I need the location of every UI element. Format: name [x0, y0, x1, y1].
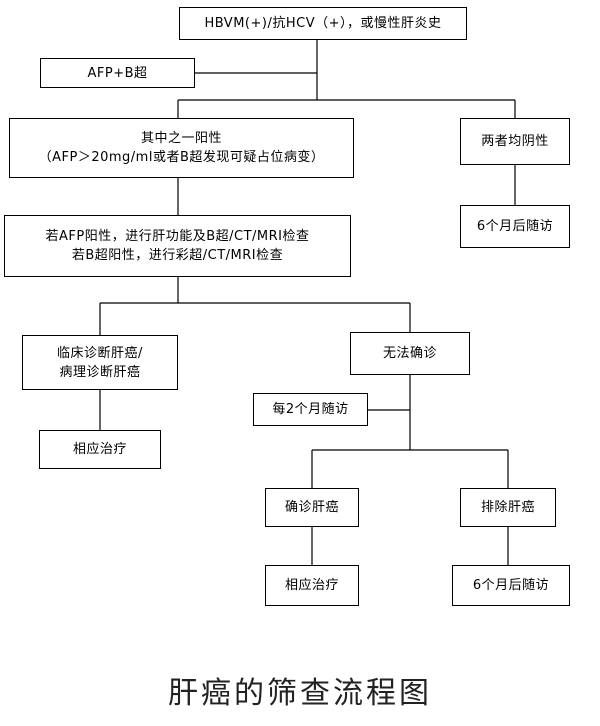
node-followup-6m-top: 6个月后随访: [460, 205, 570, 248]
node-followup-6m-bottom-label: 6个月后随访: [472, 578, 550, 593]
node-confirmed: 确诊肝癌: [265, 488, 359, 527]
node-clinical-diagnosis-line1: 临床诊断肝癌/: [57, 345, 143, 361]
node-followup-2m-label: 每2个月随访: [272, 402, 349, 417]
node-excluded: 排除肝癌: [460, 488, 556, 527]
node-further-exam: 若AFP阳性，进行肝功能及B超/CT/MRI检查 若B超阳性，进行彩超/CT/M…: [4, 215, 351, 277]
node-start-label: HBVM(+)/抗HCV（+），或慢性肝炎史: [204, 16, 442, 31]
node-cannot-confirm: 无法确诊: [350, 332, 470, 375]
node-further-exam-line2: 若B超阳性，进行彩超/CT/MRI检查: [71, 248, 284, 263]
node-either-positive-line2: （AFP＞20mg/ml或者B超发现可疑占位病变）: [38, 150, 325, 165]
node-start: HBVM(+)/抗HCV（+），或慢性肝炎史: [179, 7, 467, 40]
node-afp-ultrasound: AFP+B超: [40, 58, 195, 88]
node-clinical-diagnosis-line2: 病理诊断肝癌: [59, 364, 141, 380]
node-both-negative-label: 两者均阴性: [481, 134, 549, 149]
node-treatment-right: 相应治疗: [265, 565, 359, 606]
node-both-negative: 两者均阴性: [460, 118, 570, 165]
node-treatment-left: 相应治疗: [39, 430, 161, 469]
node-treatment-right-label: 相应治疗: [284, 578, 339, 593]
node-treatment-left-label: 相应治疗: [72, 442, 127, 457]
node-followup-6m-bottom: 6个月后随访: [452, 565, 570, 606]
node-clinical-diagnosis: 临床诊断肝癌/ 病理诊断肝癌: [22, 335, 178, 390]
node-further-exam-line1: 若AFP阳性，进行肝功能及B超/CT/MRI检查: [45, 229, 310, 244]
node-excluded-label: 排除肝癌: [480, 500, 535, 515]
node-cannot-confirm-label: 无法确诊: [382, 346, 437, 361]
node-followup-6m-top-label: 6个月后随访: [476, 219, 554, 234]
node-either-positive-line1: 其中之一阳性: [140, 131, 222, 146]
node-afp-ultrasound-label: AFP+B超: [87, 65, 148, 81]
node-either-positive: 其中之一阳性 （AFP＞20mg/ml或者B超发现可疑占位病变）: [9, 118, 354, 178]
node-confirmed-label: 确诊肝癌: [284, 500, 339, 515]
diagram-caption: 肝癌的筛查流程图: [168, 676, 432, 711]
node-followup-2m: 每2个月随访: [253, 393, 368, 426]
